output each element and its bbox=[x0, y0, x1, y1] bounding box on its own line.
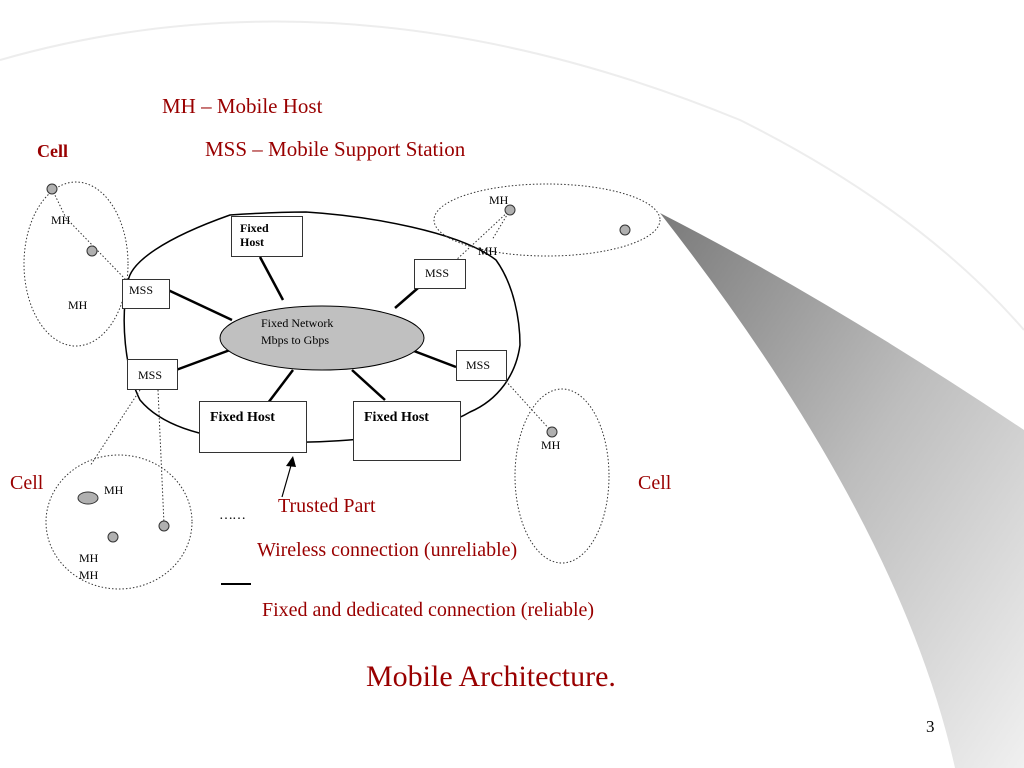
network-label-line2: Mbps to Gbps bbox=[261, 333, 330, 347]
network-label-line1: Fixed Network bbox=[261, 316, 334, 330]
mobile-host-node bbox=[46, 183, 58, 195]
mh-label: MH bbox=[489, 193, 509, 207]
page-number: 3 bbox=[926, 717, 935, 736]
legend-wireless-symbol: …… bbox=[219, 508, 246, 523]
mss-label: MSS bbox=[425, 266, 450, 280]
mss-label: MSS bbox=[466, 358, 491, 372]
legend-fixed-text: Fixed and dedicated connection (reliable… bbox=[262, 599, 595, 621]
fixed-host-box-2: Fixed Host bbox=[353, 401, 461, 461]
mobile-host-node bbox=[546, 426, 558, 438]
wireless-mh-mss-topleft bbox=[65, 217, 129, 283]
fixed-host-label-line1: Fixed bbox=[240, 221, 269, 235]
slide-title: Mobile Architecture. bbox=[366, 660, 616, 693]
mobile-host-node bbox=[504, 204, 516, 216]
legend-mh-definition: MH – Mobile Host bbox=[162, 94, 323, 118]
mss-box-lower-left: MSS bbox=[127, 359, 178, 390]
wire-network-fixedhost-top bbox=[258, 256, 285, 301]
mobile-host-node bbox=[158, 520, 170, 532]
wireless-mh-mss-topright bbox=[453, 209, 511, 263]
fixed-host-label-line2: Host bbox=[240, 235, 264, 250]
cell-label-top-left: Cell bbox=[37, 141, 68, 161]
mh-label: MH bbox=[79, 551, 99, 565]
wire-network-mss-right bbox=[394, 287, 419, 309]
cell-top-right bbox=[433, 183, 661, 257]
mh-label: MH bbox=[541, 438, 561, 452]
mh-label: MH bbox=[104, 483, 124, 497]
trusted-part-label: Trusted Part bbox=[278, 495, 376, 517]
mss-label: MSS bbox=[138, 368, 163, 382]
trusted-part-arrow-head bbox=[286, 456, 296, 467]
wireless-mss-mh-bottomleft bbox=[89, 389, 141, 467]
fixed-host-box-top: Fixed Host bbox=[231, 216, 303, 257]
legend-wireless-text: Wireless connection (unreliable) bbox=[257, 539, 518, 561]
wire-network-mss-lower bbox=[175, 348, 231, 372]
fixed-host-box-1: Fixed Host bbox=[199, 401, 307, 453]
fixed-network bbox=[219, 305, 425, 371]
trusted-region-boundary bbox=[123, 211, 521, 444]
cell-bottom-left bbox=[45, 454, 193, 590]
fixed-host-label: Fixed Host bbox=[210, 410, 275, 425]
fixed-host-label: Fixed Host bbox=[364, 410, 429, 425]
mh-label: MH bbox=[51, 213, 71, 227]
wire-network-mss-rightlow bbox=[413, 349, 457, 369]
mobile-host-node bbox=[86, 245, 98, 257]
mss-box-right-upper: MSS bbox=[414, 259, 466, 289]
trusted-part-arrow-line bbox=[281, 461, 293, 498]
background-swoosh bbox=[660, 213, 1024, 768]
cell-bottom-right bbox=[514, 388, 610, 564]
wire-network-mss-left bbox=[167, 288, 233, 322]
cell-top-left bbox=[23, 181, 129, 347]
mobile-host-node bbox=[107, 531, 119, 543]
mh-label: MH bbox=[79, 568, 99, 582]
mobile-host-node bbox=[77, 491, 99, 505]
cell-label-left: Cell bbox=[10, 472, 44, 494]
mh-label: MH bbox=[478, 244, 498, 258]
mss-label: MSS bbox=[129, 283, 154, 297]
wire-network-fixedhost-1 bbox=[267, 369, 294, 404]
wireless-mss-mh-bottomleft-2 bbox=[157, 389, 165, 525]
wireless-mh-mh-topright bbox=[491, 209, 511, 241]
mh-label: MH bbox=[68, 298, 88, 312]
legend-mss-definition: MSS – Mobile Support Station bbox=[205, 137, 466, 161]
cell-label-right: Cell bbox=[638, 472, 672, 494]
background-arc bbox=[0, 20, 1024, 331]
wire-network-fixedhost-2 bbox=[351, 369, 386, 401]
mobile-host-node bbox=[619, 224, 631, 236]
mss-box-right-lower: MSS bbox=[456, 350, 507, 381]
mss-box-left: MSS bbox=[122, 279, 170, 309]
